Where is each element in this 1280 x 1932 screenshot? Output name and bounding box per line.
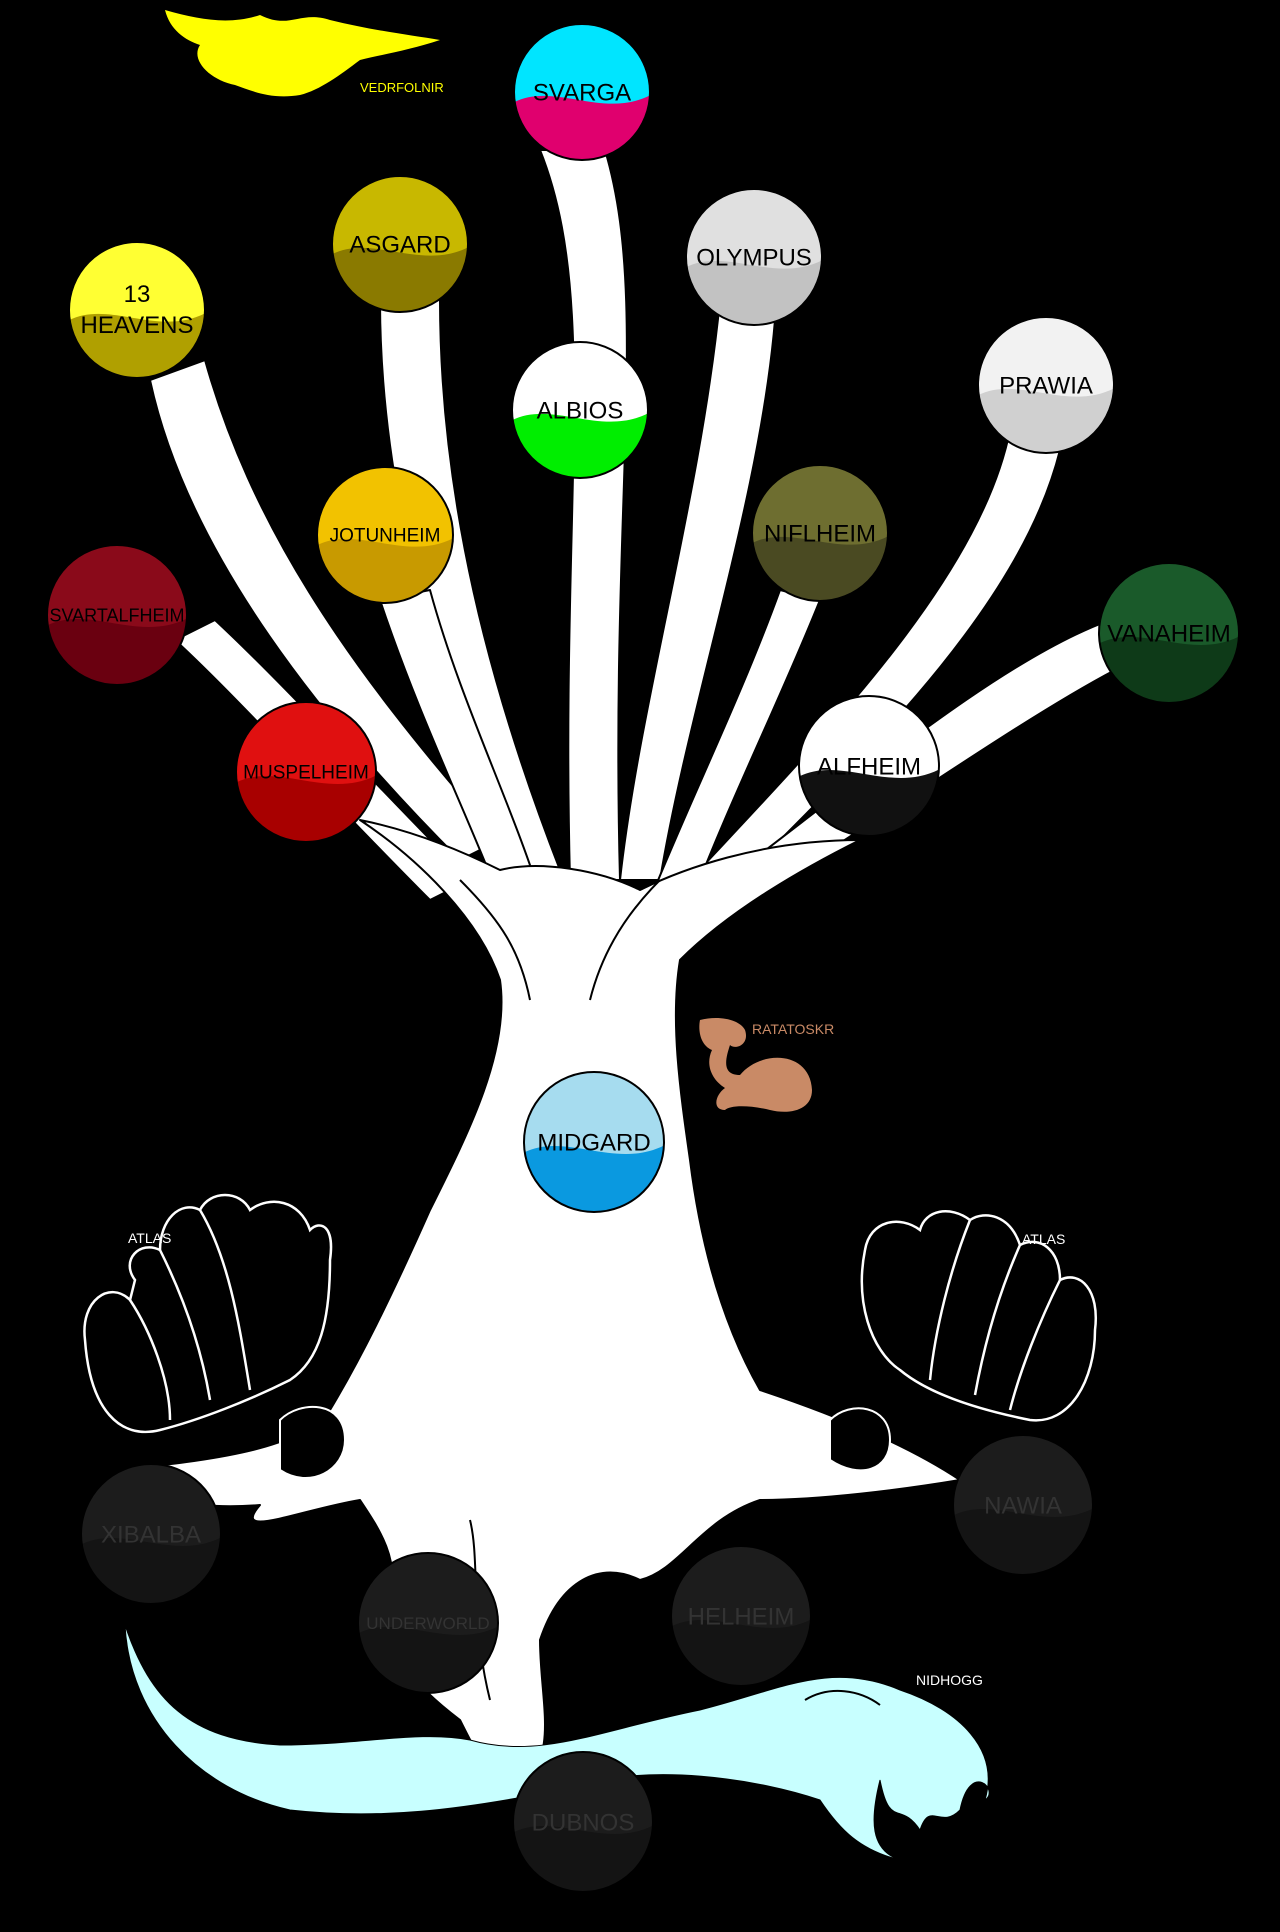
realm-label: PRAWIA [999,372,1093,399]
realm-label: SVARGA [533,79,631,106]
realm-jotunheim: JOTUNHEIM [316,466,454,604]
realm-sphere-outline [977,316,1115,454]
realm-label-line1: 13 [124,281,151,308]
eagle-icon [165,10,440,97]
realm-label: HELHEIM [688,1603,795,1630]
atlas-right-label: ATLAS [1022,1231,1065,1247]
realm-label: OLYMPUS [696,244,812,271]
realm-label: MIDGARD [537,1129,650,1156]
hand-outline-icon [83,1193,333,1434]
realm-sphere-bottom [358,1626,498,1693]
realm-sphere-outline [523,1071,665,1213]
squirrel-icon [699,1018,812,1112]
atlas-right-hand [860,1210,1098,1422]
realm-sphere-bottom [671,1619,811,1686]
realm-label: VANAHEIM [1107,620,1231,647]
atlas-left-label: ATLAS [128,1230,171,1246]
realm-prawia: PRAWIA [977,316,1115,454]
realm-sphere-outline [68,241,206,379]
realm-sphere-outline [798,695,940,837]
realm-label: DUBNOS [532,1809,635,1836]
serpent-icon [124,1624,990,1861]
nidhogg-dragon [124,1624,990,1861]
atlas-left-hand [83,1193,333,1434]
realm-label: NAWIA [984,1492,1062,1519]
realm-muspelheim: MUSPELHEIM [235,701,377,843]
realm-sphere-bottom [512,413,648,478]
realm-sphere-outline [685,188,823,326]
realm-sphere-bottom [752,536,888,601]
realm-label: NIFLHEIM [764,520,876,547]
realm-sphere-bottom [81,1537,221,1604]
realm-midgard: MIDGARD [523,1071,665,1213]
realm-sphere-outline [751,464,889,602]
realm-albios: ALBIOS [511,341,649,479]
realm-sphere-outline [513,23,651,161]
realm-svartalfheim: SVARTALFHEIM [46,544,188,686]
realm-dubnos: DUBNOS [512,1751,654,1893]
realm-label: XIBALBA [101,1521,201,1548]
realm-sphere-outline [357,1552,499,1694]
ratatoskr-label: RATATOSKR [752,1021,834,1037]
realm-sphere-bottom [799,769,939,836]
realm-label: ALBIOS [537,397,624,424]
root-holes [279,1406,892,1480]
realm-label: UNDERWORLD [366,1614,489,1633]
realm-underworld: UNDERWORLD [357,1552,499,1694]
nidhogg-label: NIDHOGG [916,1672,983,1688]
realm-label: ALFHEIM [817,753,921,780]
realm-xibalba: XIBALBA [80,1463,222,1605]
realm-sphere-outline [331,175,469,313]
realm-sphere-outline [235,701,377,843]
realm-alfheim: ALFHEIM [798,695,940,837]
realm-olympus: OLYMPUS [685,188,823,326]
hand-outline-icon [860,1210,1098,1422]
realm-label: JOTUNHEIM [330,526,441,547]
realm-sphere-bottom [513,1825,653,1892]
realm-svarga: SVARGA [513,23,651,161]
realm-sphere-bottom [978,388,1114,453]
realm-sphere-bottom [686,260,822,325]
realm-sphere-outline [1098,562,1240,704]
realm-sphere-outline [511,341,649,479]
realm-sphere-bottom [514,95,650,160]
realm-label-line2: HEAVENS [81,312,194,339]
realm-niflheim: NIFLHEIM [751,464,889,602]
vedrfolnir-label: VEDRFOLNIR [360,80,444,95]
realm-sphere-bottom [47,618,187,685]
vedrfolnir-eagle [165,10,440,97]
realm-sphere-bottom [953,1508,1093,1575]
realm-sphere-outline [80,1463,222,1605]
realm-sphere-bottom [236,775,376,842]
realm-nawia: NAWIA [952,1434,1094,1576]
ratatoskr-squirrel [699,1018,812,1112]
realm-sphere-bottom [332,247,468,312]
realm-label: SVARTALFHEIM [49,605,184,625]
realm-sphere-outline [952,1434,1094,1576]
realm-vanaheim: VANAHEIM [1098,562,1240,704]
realm-label: ASGARD [349,231,450,258]
realm-sphere-outline [46,544,188,686]
realm-helheim: HELHEIM [670,1545,812,1687]
realm-asgard: ASGARD [331,175,469,313]
realm-sphere-outline [512,1751,654,1893]
realm-label: MUSPELHEIM [243,763,369,784]
realm-sphere-bottom [317,538,453,603]
realm-sphere-bottom [69,313,205,378]
realm-sphere-outline [670,1545,812,1687]
realm-sphere-bottom [524,1145,664,1212]
realm-sphere-outline [316,466,454,604]
realm-sphere-bottom [1099,636,1239,703]
